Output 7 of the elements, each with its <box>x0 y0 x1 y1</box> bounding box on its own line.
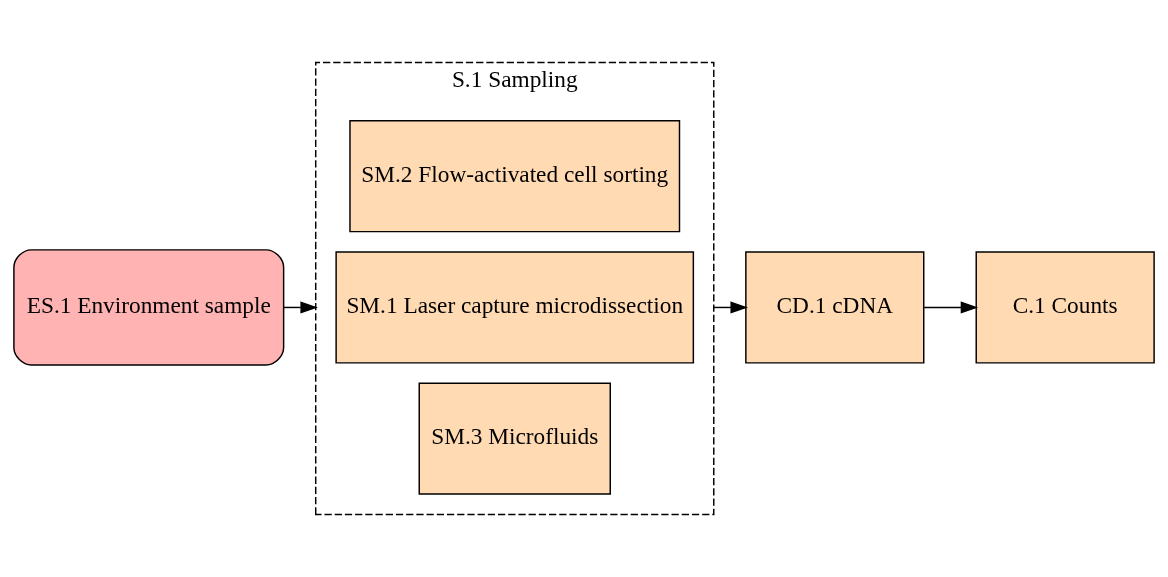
node-box: SM.2 Flow-activated cell sorting <box>349 120 681 233</box>
node-box: SM.3 Microfluids <box>418 382 611 495</box>
arrow <box>923 301 979 314</box>
node-box: SM.1 Laser capture microdissection <box>335 251 695 364</box>
node-box: C.1 Counts <box>975 251 1155 364</box>
node-box: CD.1 cDNA <box>745 251 925 364</box>
node-box: ES.1 Environment sample <box>13 249 285 366</box>
